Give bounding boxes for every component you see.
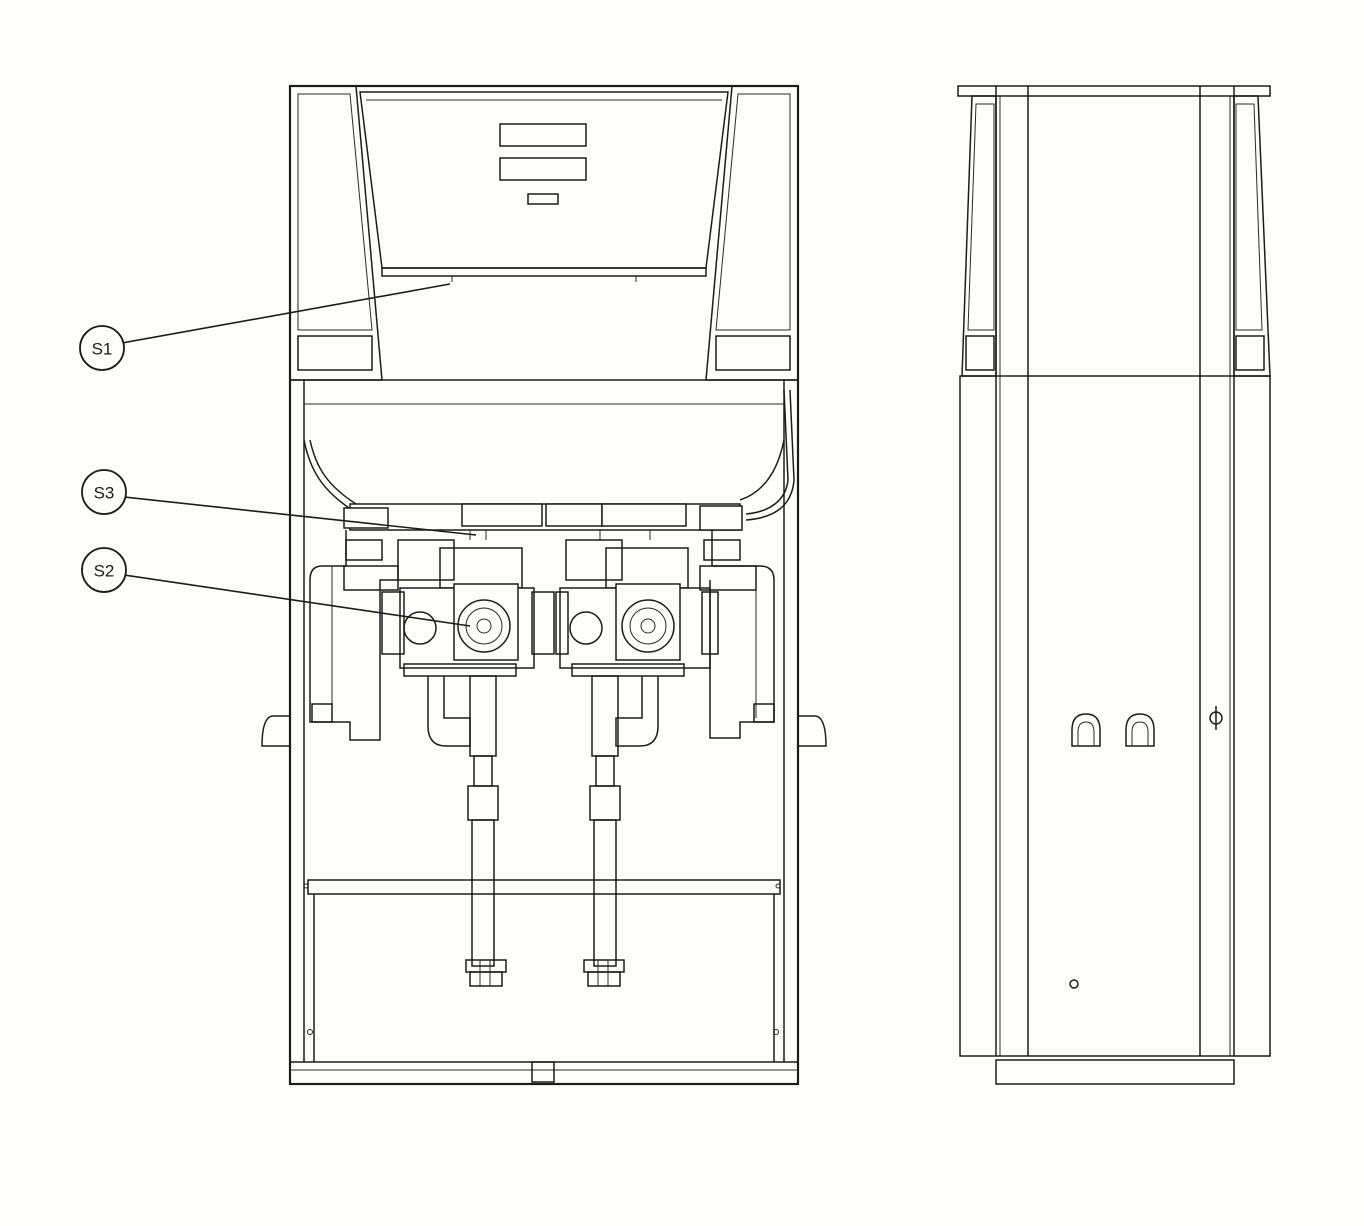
front-view <box>261 84 827 1086</box>
display-panel <box>359 91 729 282</box>
pipe-left <box>309 530 399 741</box>
callout-s1-label: S1 <box>92 340 113 359</box>
head-hoses <box>303 389 795 521</box>
meter-left <box>381 539 555 677</box>
bracket-left <box>261 715 290 747</box>
callout-s2-label: S2 <box>94 562 115 581</box>
side-cabinet <box>957 85 1271 1057</box>
pipe-right <box>699 530 775 739</box>
outlet-pipe-left <box>427 675 507 987</box>
side-base <box>995 1059 1235 1085</box>
outlet-pipe-right <box>583 675 659 987</box>
side-bolt <box>1069 979 1079 989</box>
nozzle-hook-1 <box>1071 713 1101 747</box>
price-display-window <box>499 123 587 147</box>
unit-display-window <box>527 193 559 205</box>
callout-s1: S1 <box>79 283 451 371</box>
side-view <box>957 85 1271 1085</box>
front-cabinet <box>288 84 800 1086</box>
base-frame <box>289 879 799 1085</box>
head-left-panel <box>289 85 383 381</box>
bracket-right <box>798 715 827 747</box>
side-head-left <box>961 95 997 377</box>
volume-display-window <box>499 157 587 181</box>
solenoid-rail <box>343 503 743 540</box>
callout-s3: S3 <box>81 469 477 536</box>
callout-s2: S2 <box>81 547 471 627</box>
nozzle-hook-2 <box>1125 713 1155 747</box>
callout-s3-label: S3 <box>94 484 115 503</box>
head-right-panel <box>705 85 799 381</box>
meter-right <box>555 539 719 677</box>
side-head-right <box>1233 95 1271 377</box>
